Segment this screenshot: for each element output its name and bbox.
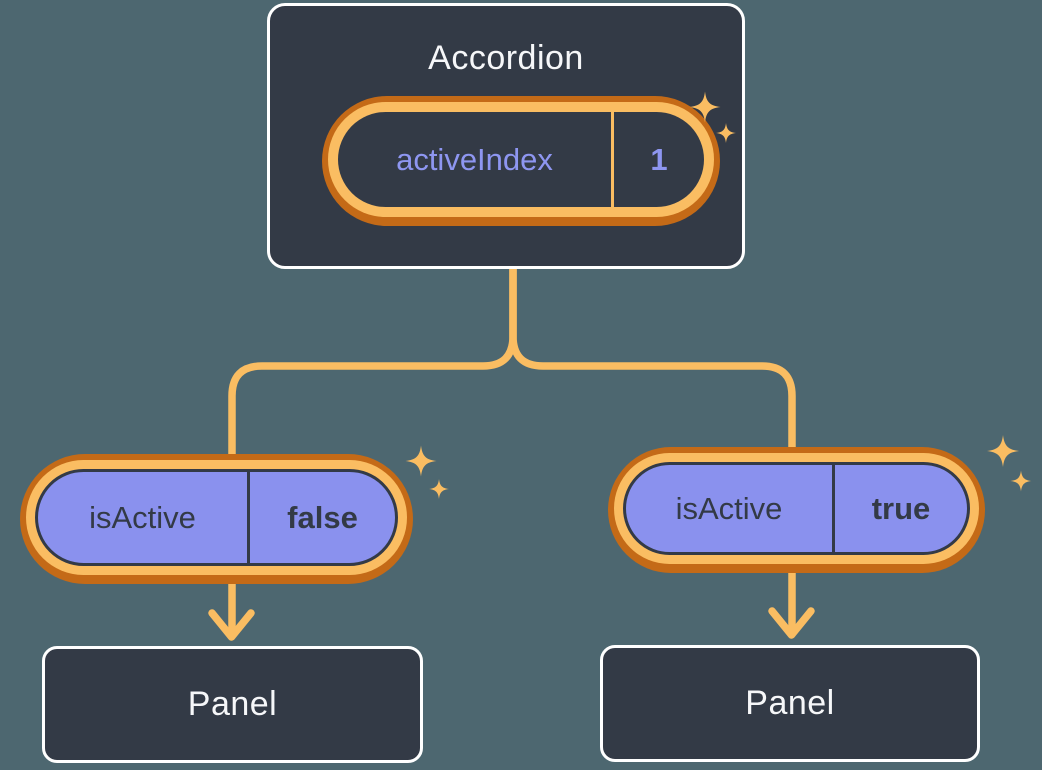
state-pill: activeIndex 1: [322, 96, 720, 226]
sparkle-icon: [405, 445, 449, 499]
prop-value: true: [871, 490, 931, 526]
panel-box-left: Panel: [42, 646, 423, 763]
prop-pill-left: isActive false: [20, 454, 413, 584]
panel-box-right: Panel: [600, 645, 980, 762]
sparkle-icon: [987, 435, 1032, 492]
state-pill-ring: activeIndex 1: [328, 102, 714, 217]
panel-label: Panel: [745, 684, 835, 722]
component-title: Accordion: [428, 39, 584, 77]
prop-pill-body: isActive true: [623, 462, 970, 555]
prop-name: isActive: [89, 499, 196, 535]
state-value: 1: [650, 141, 668, 177]
prop-pill-ring: isActive false: [26, 460, 407, 575]
prop-pill-right: isActive true: [608, 447, 985, 573]
prop-pill-ring: isActive true: [614, 453, 979, 564]
state-pill-body: activeIndex 1: [338, 112, 704, 207]
panel-label: Panel: [187, 685, 278, 723]
state-name: activeIndex: [396, 141, 553, 177]
prop-name: isActive: [675, 490, 783, 526]
arrow-down-right-icon: [768, 607, 815, 639]
pill-divider: [611, 112, 614, 207]
pill-divider: [832, 465, 835, 552]
arrow-down-left-icon: [208, 609, 255, 641]
prop-value: false: [287, 499, 358, 535]
prop-pill-body: isActive false: [35, 469, 398, 566]
